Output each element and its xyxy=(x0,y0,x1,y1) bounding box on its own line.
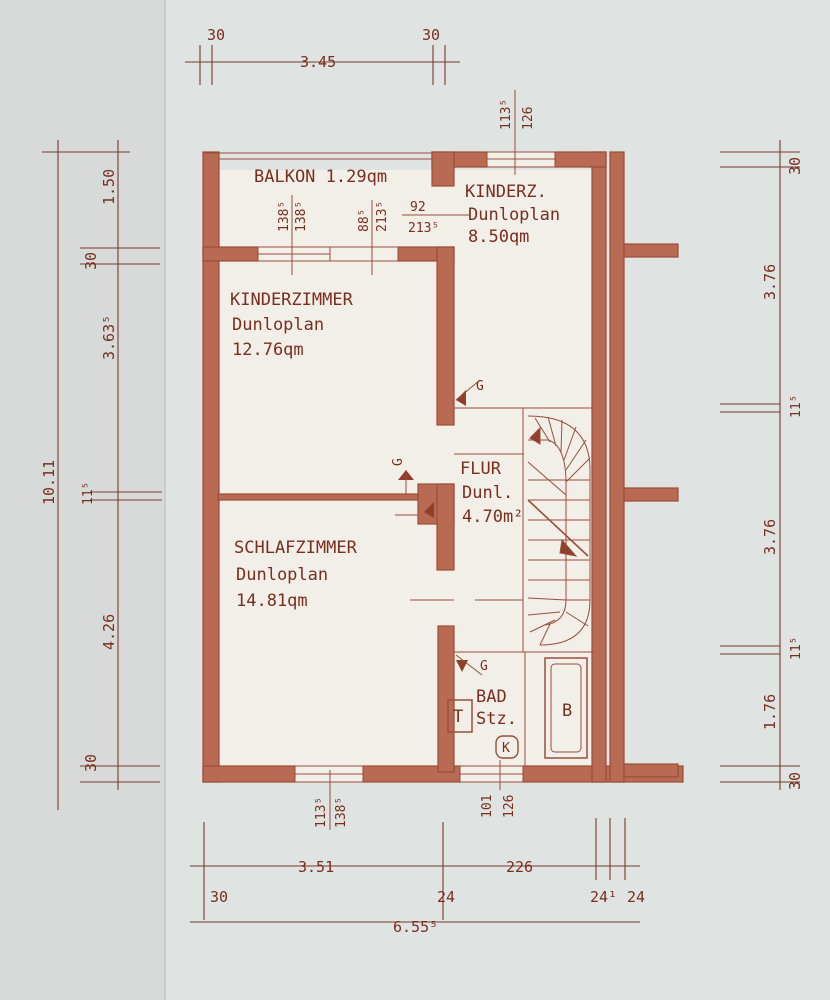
dim-bottom-window-r-b: 126 xyxy=(502,795,517,818)
dim-bal-d: 213⁵ xyxy=(375,201,390,232)
room-kinderzimmer-floor: Dunloplan xyxy=(232,315,324,335)
dim-right-3: 11⁵ xyxy=(789,395,804,418)
dim-bottom-5: 24¹ xyxy=(590,888,617,906)
heating-g-3: G xyxy=(480,659,488,674)
dim-left-6: 30 xyxy=(82,754,100,772)
dim-right-4: 3.76 xyxy=(761,519,779,555)
walls xyxy=(202,151,684,783)
dim-left-2: 30 xyxy=(82,252,100,270)
room-flur-floor: Dunl. xyxy=(462,483,513,503)
dim-top-window-b: 126 xyxy=(521,107,536,130)
dim-top-a: 30 xyxy=(207,26,225,44)
room-kinderzimmer-area: 12.76qm xyxy=(232,340,304,360)
dimension-labels: 30 3.45 30 113⁵ 126 138⁵ 138⁵ 88⁵ 213⁵ 9… xyxy=(40,26,804,936)
fixture-toilet-label: T xyxy=(453,707,463,727)
dim-bottom-4: 24 xyxy=(437,888,455,906)
interior-floor xyxy=(218,170,594,768)
room-bad-name: BAD xyxy=(476,687,507,707)
dimension-lines xyxy=(42,45,800,923)
dim-left-3: 3.63⁵ xyxy=(100,315,118,360)
bathtub xyxy=(544,657,588,759)
stair-arrow-top xyxy=(529,426,541,445)
dim-bal-c: 88⁵ xyxy=(357,209,372,232)
wall-right-inner xyxy=(591,151,607,783)
dim-bottom-2: 226 xyxy=(506,858,533,876)
dim-left-5: 4.26 xyxy=(100,614,118,650)
dim-bal-e: 92 xyxy=(410,200,426,215)
toilet xyxy=(447,699,473,733)
dim-right-6: 1.76 xyxy=(761,694,779,730)
fixture-bathtub-label: B xyxy=(562,701,572,721)
dim-right-5: 11⁵ xyxy=(789,637,804,660)
stair-arrow xyxy=(559,538,578,557)
room-flur-area: 4.70m² xyxy=(462,507,523,527)
room-schlafzimmer-name: SCHLAFZIMMER xyxy=(234,538,358,558)
fixture-k-label: K xyxy=(502,741,510,756)
dim-right-7: 30 xyxy=(786,772,804,790)
wall-balkon-corner xyxy=(431,151,455,187)
dim-right-1: 30 xyxy=(786,157,804,175)
dim-left-4: 11⁵ xyxy=(81,482,96,505)
dim-bal-a: 138⁵ xyxy=(277,201,292,232)
dim-top-window-a: 113⁵ xyxy=(499,99,514,130)
dim-top-b: 3.45 xyxy=(300,53,336,71)
room-schlafzimmer-floor: Dunloplan xyxy=(236,565,328,585)
dim-left-total: 10.11 xyxy=(40,460,58,505)
dim-bottom-3: 30 xyxy=(210,888,228,906)
room-schlafzimmer-area: 14.81qm xyxy=(236,591,308,611)
dim-right-2: 3.76 xyxy=(761,264,779,300)
wall-balkon-bottom-left xyxy=(202,246,259,262)
stair-curve-outer xyxy=(527,415,591,646)
dim-bottom-1: 3.51 xyxy=(298,858,334,876)
wall-bad-left xyxy=(437,625,455,773)
wall-kinderzimmer-right xyxy=(436,246,455,426)
dim-bottom-total: 6.55⁵ xyxy=(393,918,438,936)
heating-g-2: G xyxy=(391,458,406,466)
room-flur-name: FLUR xyxy=(460,459,502,479)
wall-right-outer xyxy=(609,151,625,783)
wall-right-stub-1 xyxy=(623,243,679,258)
wall-right-stub-3 xyxy=(623,763,679,778)
chimney-k-box xyxy=(495,735,519,759)
dim-bottom-window-l-a: 113⁵ xyxy=(314,797,329,828)
dim-bal-b: 138⁵ xyxy=(294,201,309,232)
dim-bottom-window-l-b: 138⁵ xyxy=(334,797,349,828)
heating-g-1: G xyxy=(476,379,484,394)
room-labels: BALKON 1.29qm KINDERZ. Dunloplan 8.50qm … xyxy=(230,167,572,756)
room-kinderzimmer-name: KINDERZIMMER xyxy=(230,290,354,310)
room-kinderz-floor: Dunloplan xyxy=(468,205,560,225)
dim-left-1: 1.50 xyxy=(100,169,118,205)
wall-bottom-left xyxy=(202,765,296,783)
staircase xyxy=(527,415,591,646)
dim-top-c: 30 xyxy=(422,26,440,44)
windows xyxy=(257,151,556,783)
dim-bottom-window-r-a: 101 xyxy=(480,795,495,818)
room-kinderz-name: KINDERZ. xyxy=(465,182,547,202)
room-balkon: BALKON 1.29qm xyxy=(254,167,387,187)
dim-bottom-6: 24 xyxy=(627,888,645,906)
dim-bal-f: 213⁵ xyxy=(408,221,439,236)
wall-schlaf-right xyxy=(436,483,455,571)
room-bad-floor: Stz. xyxy=(476,709,517,729)
room-kinderz-area: 8.50qm xyxy=(468,227,529,247)
heating-symbols xyxy=(398,379,483,676)
interior-guides xyxy=(291,90,524,830)
wall-top-right xyxy=(554,151,607,168)
bathtub-inner xyxy=(550,663,582,753)
wall-between-bedrooms xyxy=(217,493,419,501)
wall-right-stub-2 xyxy=(623,487,679,502)
door-balkon xyxy=(329,246,399,262)
